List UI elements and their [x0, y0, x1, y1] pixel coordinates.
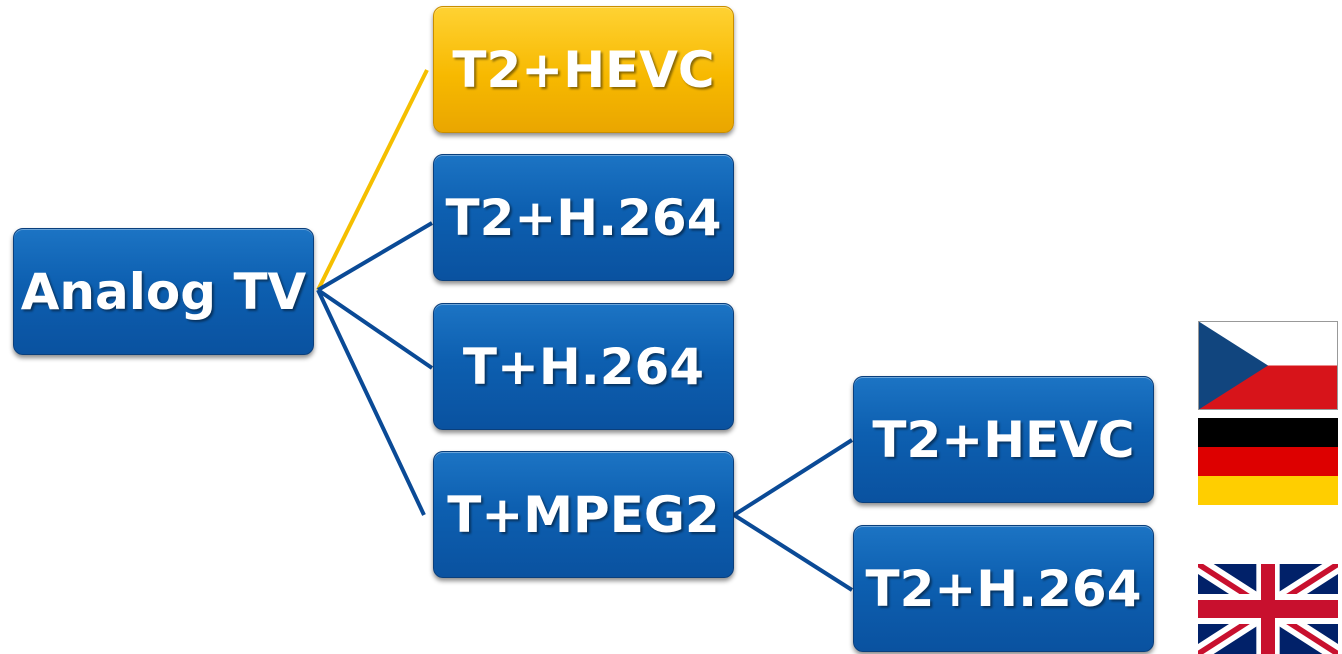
connector-analog-to-t-mpeg2 [316, 289, 426, 516]
uk-flag [1198, 564, 1338, 654]
node-t-mpeg2: T+MPEG2 [433, 451, 734, 578]
connector-mpeg2-to-t2-h264 [732, 513, 854, 592]
connector-analog-to-t-h264 [316, 288, 434, 370]
connector-analog-to-t2-hevc [316, 69, 429, 291]
german-flag [1198, 418, 1338, 505]
node-t2-hevc-top: T2+HEVC [433, 6, 734, 133]
node-t2-h264-bottom: T2+H.264 [853, 525, 1154, 652]
connector-analog-to-t2-h264 [316, 221, 434, 292]
connector-mpeg2-to-t2-hevc [732, 438, 854, 517]
czech-flag [1198, 321, 1338, 410]
node-t-h264: T+H.264 [433, 303, 734, 430]
node-analog-tv: Analog TV [13, 228, 314, 355]
node-t2-hevc-bottom: T2+HEVC [853, 376, 1154, 503]
node-t2-h264-top: T2+H.264 [433, 154, 734, 281]
